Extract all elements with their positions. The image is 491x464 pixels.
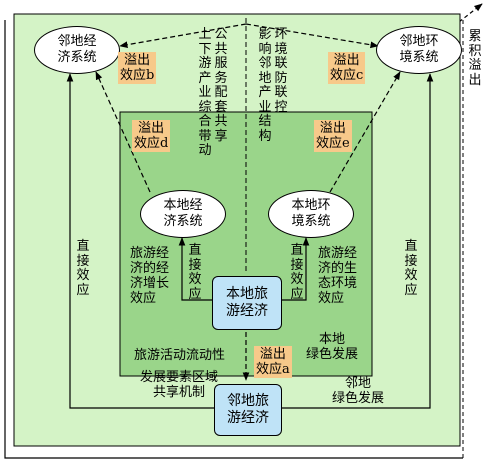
local-env-direct-arrow [282, 237, 310, 301]
neighbor-econ-node: 邻地经 济系统 [34, 26, 120, 74]
env-linkage-text: 环境联防联控 [274, 27, 288, 115]
local-econ-node: 本地经 济系统 [140, 190, 226, 238]
spillover-d-badge: 溢出 效应d [132, 120, 171, 152]
neighbor-env-direct-arrow [278, 73, 434, 409]
local-econ-direct-arrow [178, 237, 212, 301]
neighbor-econ-direct-arrow [66, 73, 216, 409]
spillover-b-badge: 溢出 效应b [118, 52, 157, 84]
tourism-mobility-text: 旅游活动流动性 [134, 348, 226, 363]
arrow-to-neighbor-env [245, 23, 379, 49]
neighbor-env-node: 邻地环 境系统 [376, 26, 462, 74]
direct-effect-left-outer: 直接效应 [76, 239, 90, 298]
direct-effect-right-outer: 直接效应 [404, 239, 418, 298]
local-tourism-node: 本地旅 游经济 [212, 276, 282, 330]
industry-linkage-text: 上下游产业综合带动 [198, 27, 212, 158]
cumulative-frame-line [4, 20, 463, 459]
local-env-node: 本地环 境系统 [268, 190, 354, 238]
spillover-e-arrow [329, 71, 401, 193]
neighbor-tourism-node: 邻地旅 游经济 [214, 384, 282, 436]
cumulative-spillover-text: 累积溢出 [468, 29, 482, 88]
direct-effect-right-inner: 直接效应 [290, 243, 304, 302]
spillover-e-badge: 溢出 效应e [314, 120, 352, 152]
spillover-d-arrow [95, 71, 151, 193]
cumulative-arrow [458, 3, 483, 23]
industrial-structure-text: 影响邻地产业结构 [258, 27, 272, 144]
eco-env-effect-text: 旅游经 济的生 态环境 效应 [318, 246, 358, 306]
direct-effect-left-inner: 直接效应 [188, 243, 202, 302]
econ-growth-effect-text: 旅游经 济的经 济增长 效应 [130, 246, 170, 306]
neighbor-green-development-text: 邻地 绿色发展 [332, 376, 385, 406]
public-services-text: 公共服务配套共享 [214, 27, 228, 144]
spillover-c-badge: 溢出 效应c [328, 52, 366, 84]
factor-sharing-text: 发展要素区域 共享机制 [140, 370, 219, 400]
spillover-a-badge: 溢出 效应a [254, 346, 292, 378]
local-green-development-text: 本地 绿色发展 [306, 332, 359, 362]
arrow-to-neighbor-econ [119, 23, 247, 49]
